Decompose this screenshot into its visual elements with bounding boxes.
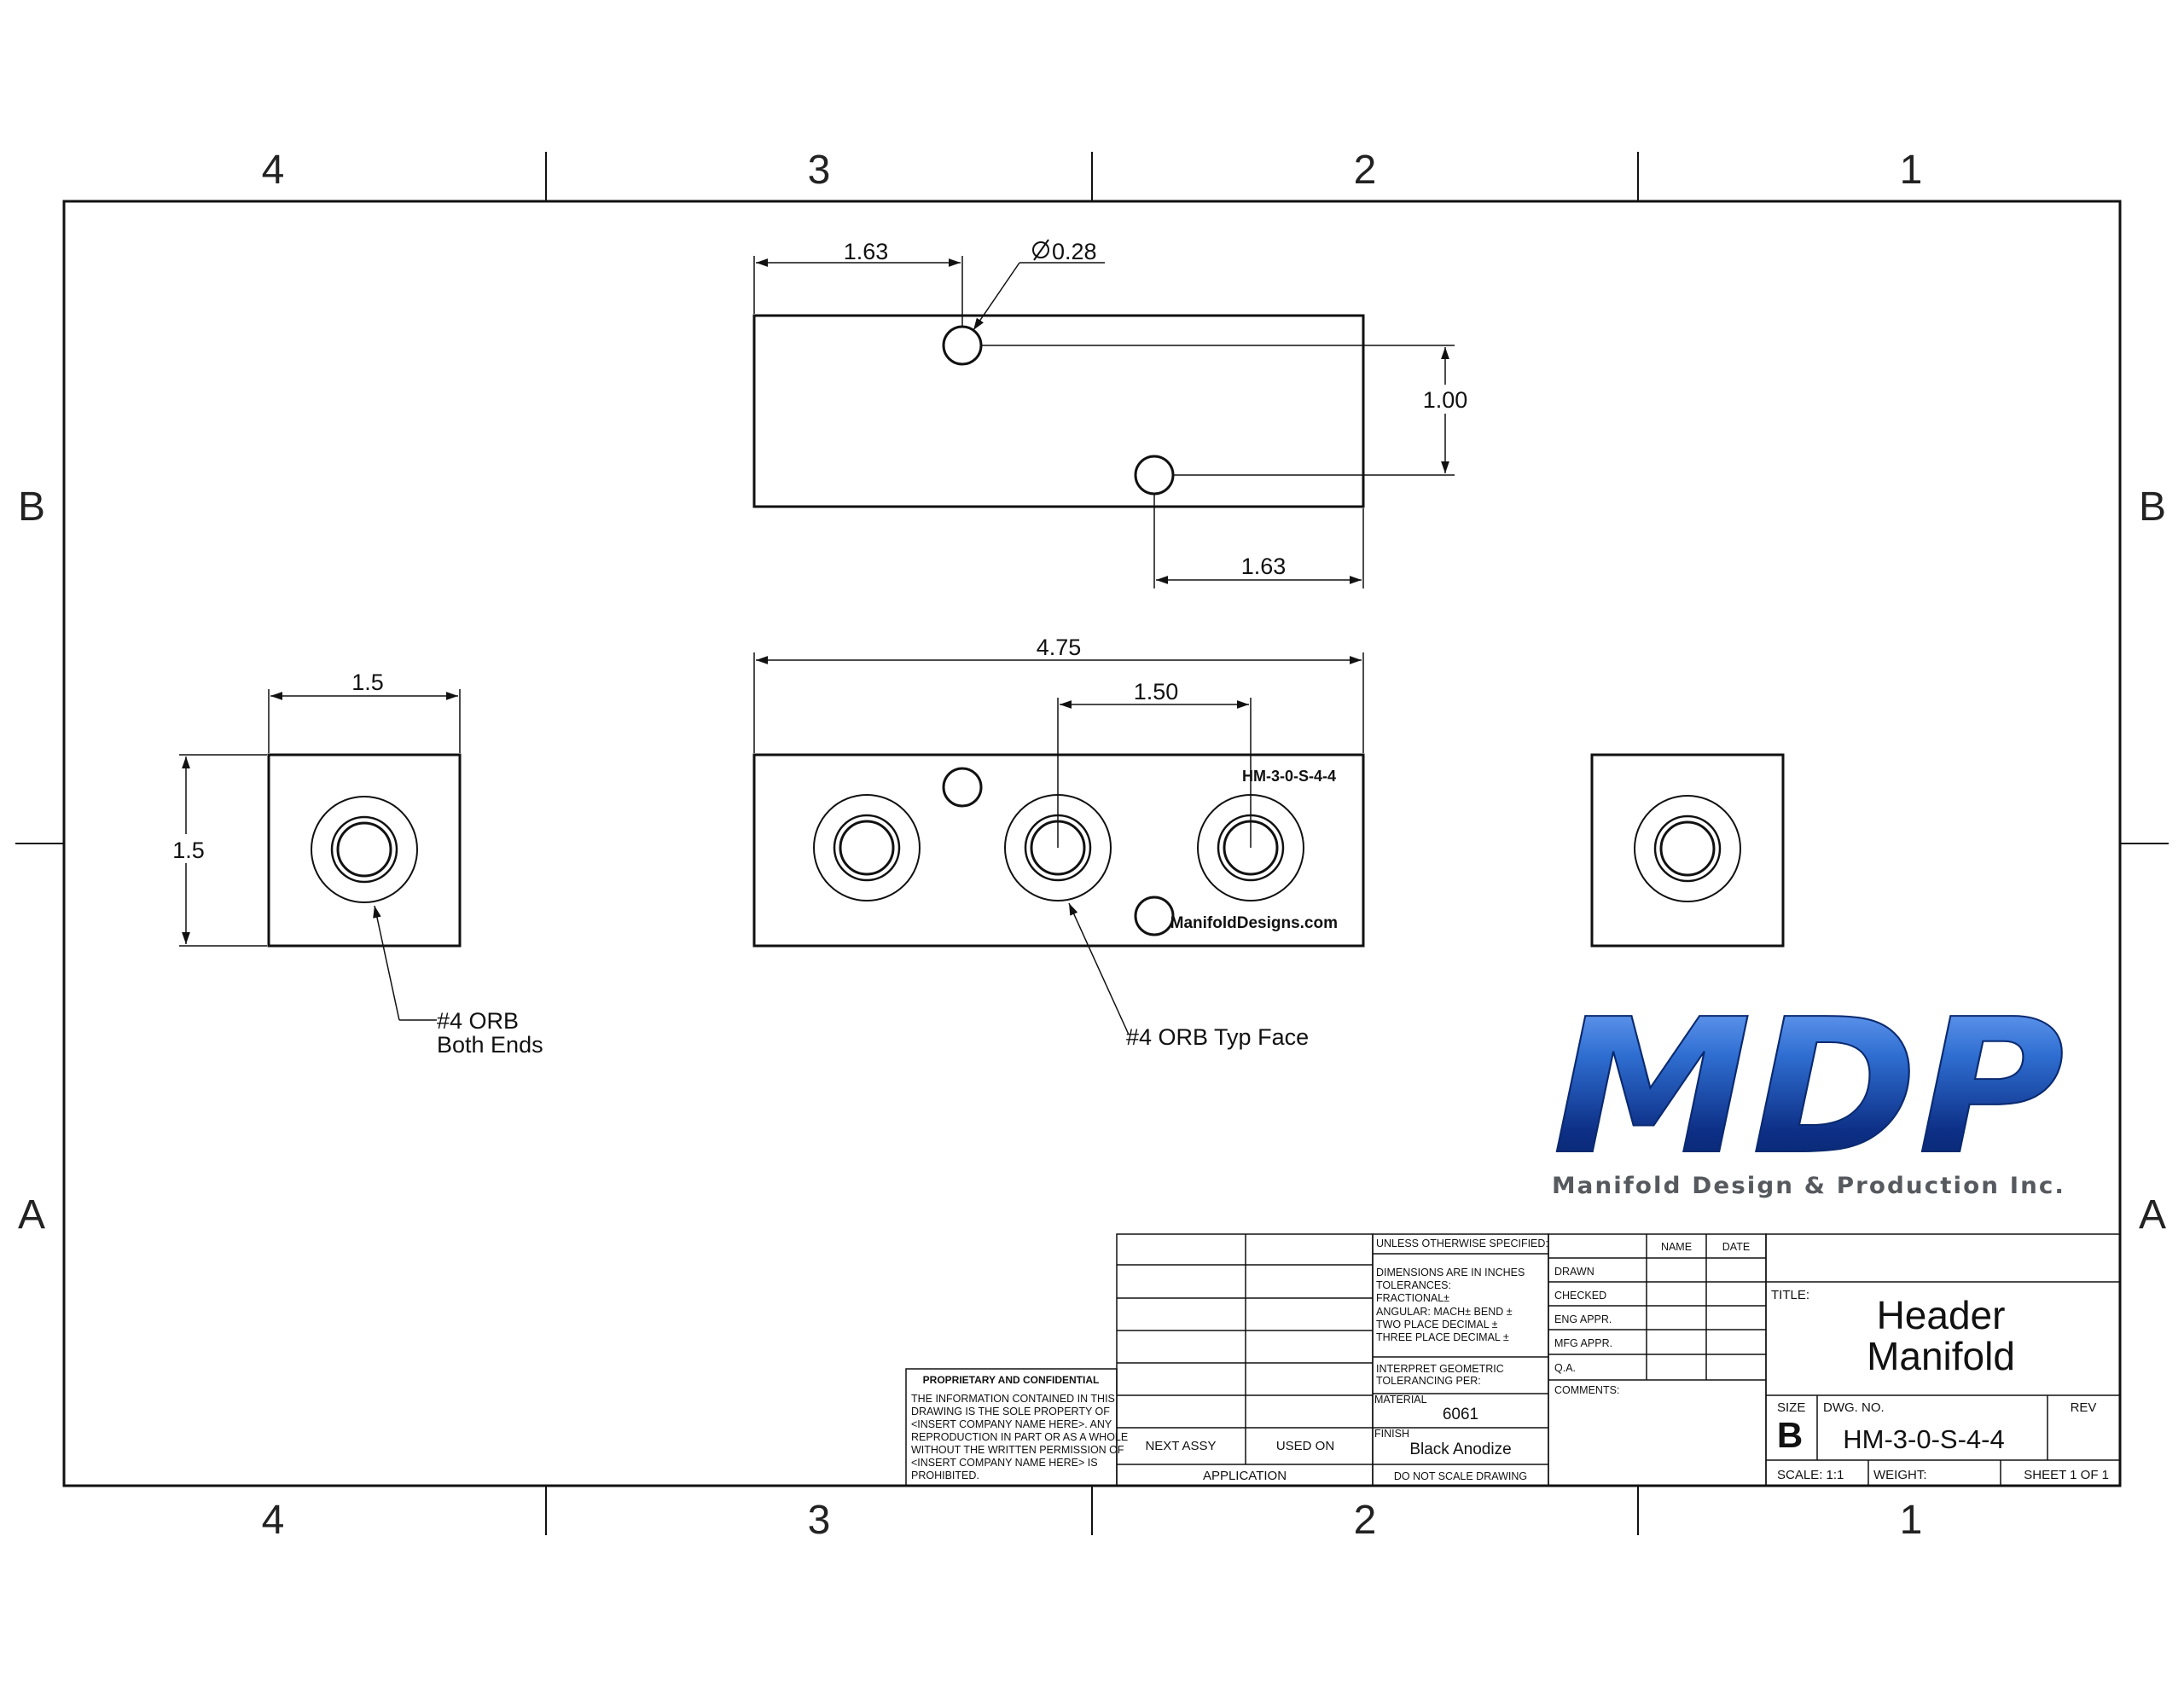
unless-specified: UNLESS OTHERWISE SPECIFIED: bbox=[1376, 1238, 1548, 1249]
left-end-view: 1.5 1.5 #4 ORB Both Ends bbox=[169, 670, 543, 1058]
zone-labels: 4 3 2 1 4 3 2 1 B B A A bbox=[18, 148, 2166, 1543]
tolerance-line-5: TWO PLACE DECIMAL ± bbox=[1376, 1319, 1498, 1330]
mdp-logo: MDP Manifold Design & Production Inc. bbox=[1552, 979, 2065, 1199]
zone-col-1-bottom: 1 bbox=[1900, 1498, 1923, 1543]
front-orb-callout: #4 ORB Typ Face bbox=[1126, 1024, 1309, 1050]
interpret-line-1: INTERPRET GEOMETRIC bbox=[1376, 1363, 1504, 1375]
sheet-number: SHEET 1 OF 1 bbox=[2024, 1468, 2109, 1482]
website-engraving: ManifoldDesigns.com bbox=[1170, 914, 1338, 932]
used-on-label: USED ON bbox=[1276, 1439, 1334, 1453]
weight-label: WEIGHT: bbox=[1873, 1468, 1927, 1482]
dwg-no-label: DWG. NO. bbox=[1823, 1400, 1885, 1415]
front-hole-1 bbox=[942, 767, 983, 808]
zone-col-2-top: 2 bbox=[1354, 148, 1377, 193]
dim-overall-length: 4.75 bbox=[1037, 635, 1082, 660]
approval-checked: CHECKED bbox=[1554, 1290, 1606, 1301]
zone-col-1-top: 1 bbox=[1900, 148, 1923, 193]
part-number-engraving: HM-3-0-S-4-4 bbox=[1242, 768, 1336, 785]
proprietary-line-5: WITHOUT THE WRITTEN PERMISSION OF bbox=[911, 1444, 1124, 1456]
next-assy-label: NEXT ASSY bbox=[1145, 1439, 1216, 1453]
dim-top-right-offset: 1.63 bbox=[1241, 554, 1287, 579]
material-label: MATERIAL bbox=[1374, 1394, 1427, 1406]
size-value: B bbox=[1777, 1415, 1803, 1455]
end-orb-callout-line2: Both Ends bbox=[437, 1032, 543, 1058]
zone-col-4-bottom: 4 bbox=[262, 1498, 285, 1543]
scale-value: SCALE: 1:1 bbox=[1777, 1468, 1844, 1482]
interpret-line-2: TOLERANCING PER: bbox=[1376, 1375, 1481, 1387]
name-header: NAME bbox=[1661, 1241, 1692, 1253]
approval-qa: Q.A. bbox=[1554, 1362, 1576, 1374]
front-view-outline bbox=[752, 753, 1365, 948]
end-orb-callout-line1: #4 ORB bbox=[437, 1008, 519, 1034]
size-label: SIZE bbox=[1777, 1400, 1805, 1415]
zone-col-3-top: 3 bbox=[808, 148, 831, 193]
proprietary-line-7: PROHIBITED. bbox=[911, 1470, 979, 1481]
application-label: APPLICATION bbox=[1203, 1469, 1287, 1483]
right-end-outline bbox=[1590, 753, 1785, 948]
title-block: PROPRIETARY AND CONFIDENTIAL THE INFORMA… bbox=[905, 1233, 2121, 1487]
rev-label: REV bbox=[2071, 1400, 2097, 1415]
zone-col-2-bottom: 2 bbox=[1354, 1498, 1377, 1543]
proprietary-line-1: THE INFORMATION CONTAINED IN THIS bbox=[911, 1393, 1115, 1405]
dim-port-spacing: 1.50 bbox=[1134, 679, 1179, 704]
date-header: DATE bbox=[1722, 1241, 1750, 1253]
right-end-view bbox=[1590, 753, 1785, 948]
dim-end-width: 1.5 bbox=[351, 670, 384, 695]
front-hole-2 bbox=[1134, 896, 1175, 936]
zone-row-a-left: A bbox=[18, 1192, 45, 1238]
finish-value: Black Anodize bbox=[1409, 1441, 1511, 1458]
comments-label: COMMENTS: bbox=[1554, 1384, 1619, 1396]
left-orb-port bbox=[311, 796, 418, 903]
top-hole-1 bbox=[942, 325, 983, 366]
do-not-scale: DO NOT SCALE DRAWING bbox=[1394, 1470, 1527, 1482]
proprietary-line-3: <INSERT COMPANY NAME HERE>. ANY bbox=[911, 1418, 1112, 1430]
tolerance-line-6: THREE PLACE DECIMAL ± bbox=[1376, 1331, 1509, 1343]
zone-col-3-bottom: 3 bbox=[808, 1498, 831, 1543]
top-hole-2 bbox=[1134, 455, 1175, 496]
approval-drawn: DRAWN bbox=[1554, 1266, 1594, 1278]
tolerance-line-3: FRACTIONAL± bbox=[1376, 1292, 1449, 1304]
top-view: 1.63 0.28 1.00 1.63 bbox=[752, 239, 1472, 588]
drawing-title-line1: Header bbox=[1877, 1293, 2006, 1337]
front-view: HM-3-0-S-4-4 ManifoldDesigns.com 4.75 1.… bbox=[752, 635, 1365, 1050]
dim-hole-diameter: 0.28 bbox=[1052, 239, 1097, 264]
top-view-outline bbox=[752, 314, 1365, 508]
proprietary-line-4: REPRODUCTION IN PART OR AS A WHOLE bbox=[911, 1431, 1128, 1443]
orb-port-1 bbox=[813, 794, 921, 901]
title-label: TITLE: bbox=[1771, 1288, 1809, 1302]
zone-row-b-left: B bbox=[18, 484, 45, 530]
left-end-outline bbox=[267, 753, 462, 948]
tolerance-line-2: TOLERANCES: bbox=[1376, 1279, 1451, 1291]
right-orb-port bbox=[1634, 795, 1741, 902]
dim-top-left-offset: 1.63 bbox=[844, 239, 889, 264]
approval-eng: ENG APPR. bbox=[1554, 1313, 1612, 1325]
zone-col-4-top: 4 bbox=[262, 148, 285, 193]
mdp-logo-letters: MDP bbox=[1553, 980, 2065, 1196]
proprietary-line-6: <INSERT COMPANY NAME HERE> IS bbox=[911, 1457, 1098, 1469]
drawing-title-line2: Manifold bbox=[1867, 1334, 2015, 1378]
tolerance-line-1: DIMENSIONS ARE IN INCHES bbox=[1376, 1267, 1525, 1278]
dim-end-height: 1.5 bbox=[172, 838, 205, 863]
diameter-symbol bbox=[1032, 239, 1049, 261]
proprietary-line-2: DRAWING IS THE SOLE PROPERTY OF bbox=[911, 1406, 1110, 1417]
tolerance-line-4: ANGULAR: MACH± BEND ± bbox=[1376, 1306, 1513, 1318]
dwg-no-value: HM-3-0-S-4-4 bbox=[1843, 1424, 2004, 1454]
zone-row-a-right: A bbox=[2139, 1192, 2166, 1238]
company-name: Manifold Design & Production Inc. bbox=[1552, 1173, 2065, 1199]
material-value: 6061 bbox=[1443, 1406, 1478, 1423]
finish-label: FINISH bbox=[1374, 1428, 1409, 1440]
approval-mfg: MFG APPR. bbox=[1554, 1337, 1612, 1349]
proprietary-heading: PROPRIETARY AND CONFIDENTIAL bbox=[923, 1374, 1100, 1386]
zone-row-b-right: B bbox=[2139, 484, 2166, 530]
dim-hole-vertical-spacing: 1.00 bbox=[1423, 387, 1468, 413]
